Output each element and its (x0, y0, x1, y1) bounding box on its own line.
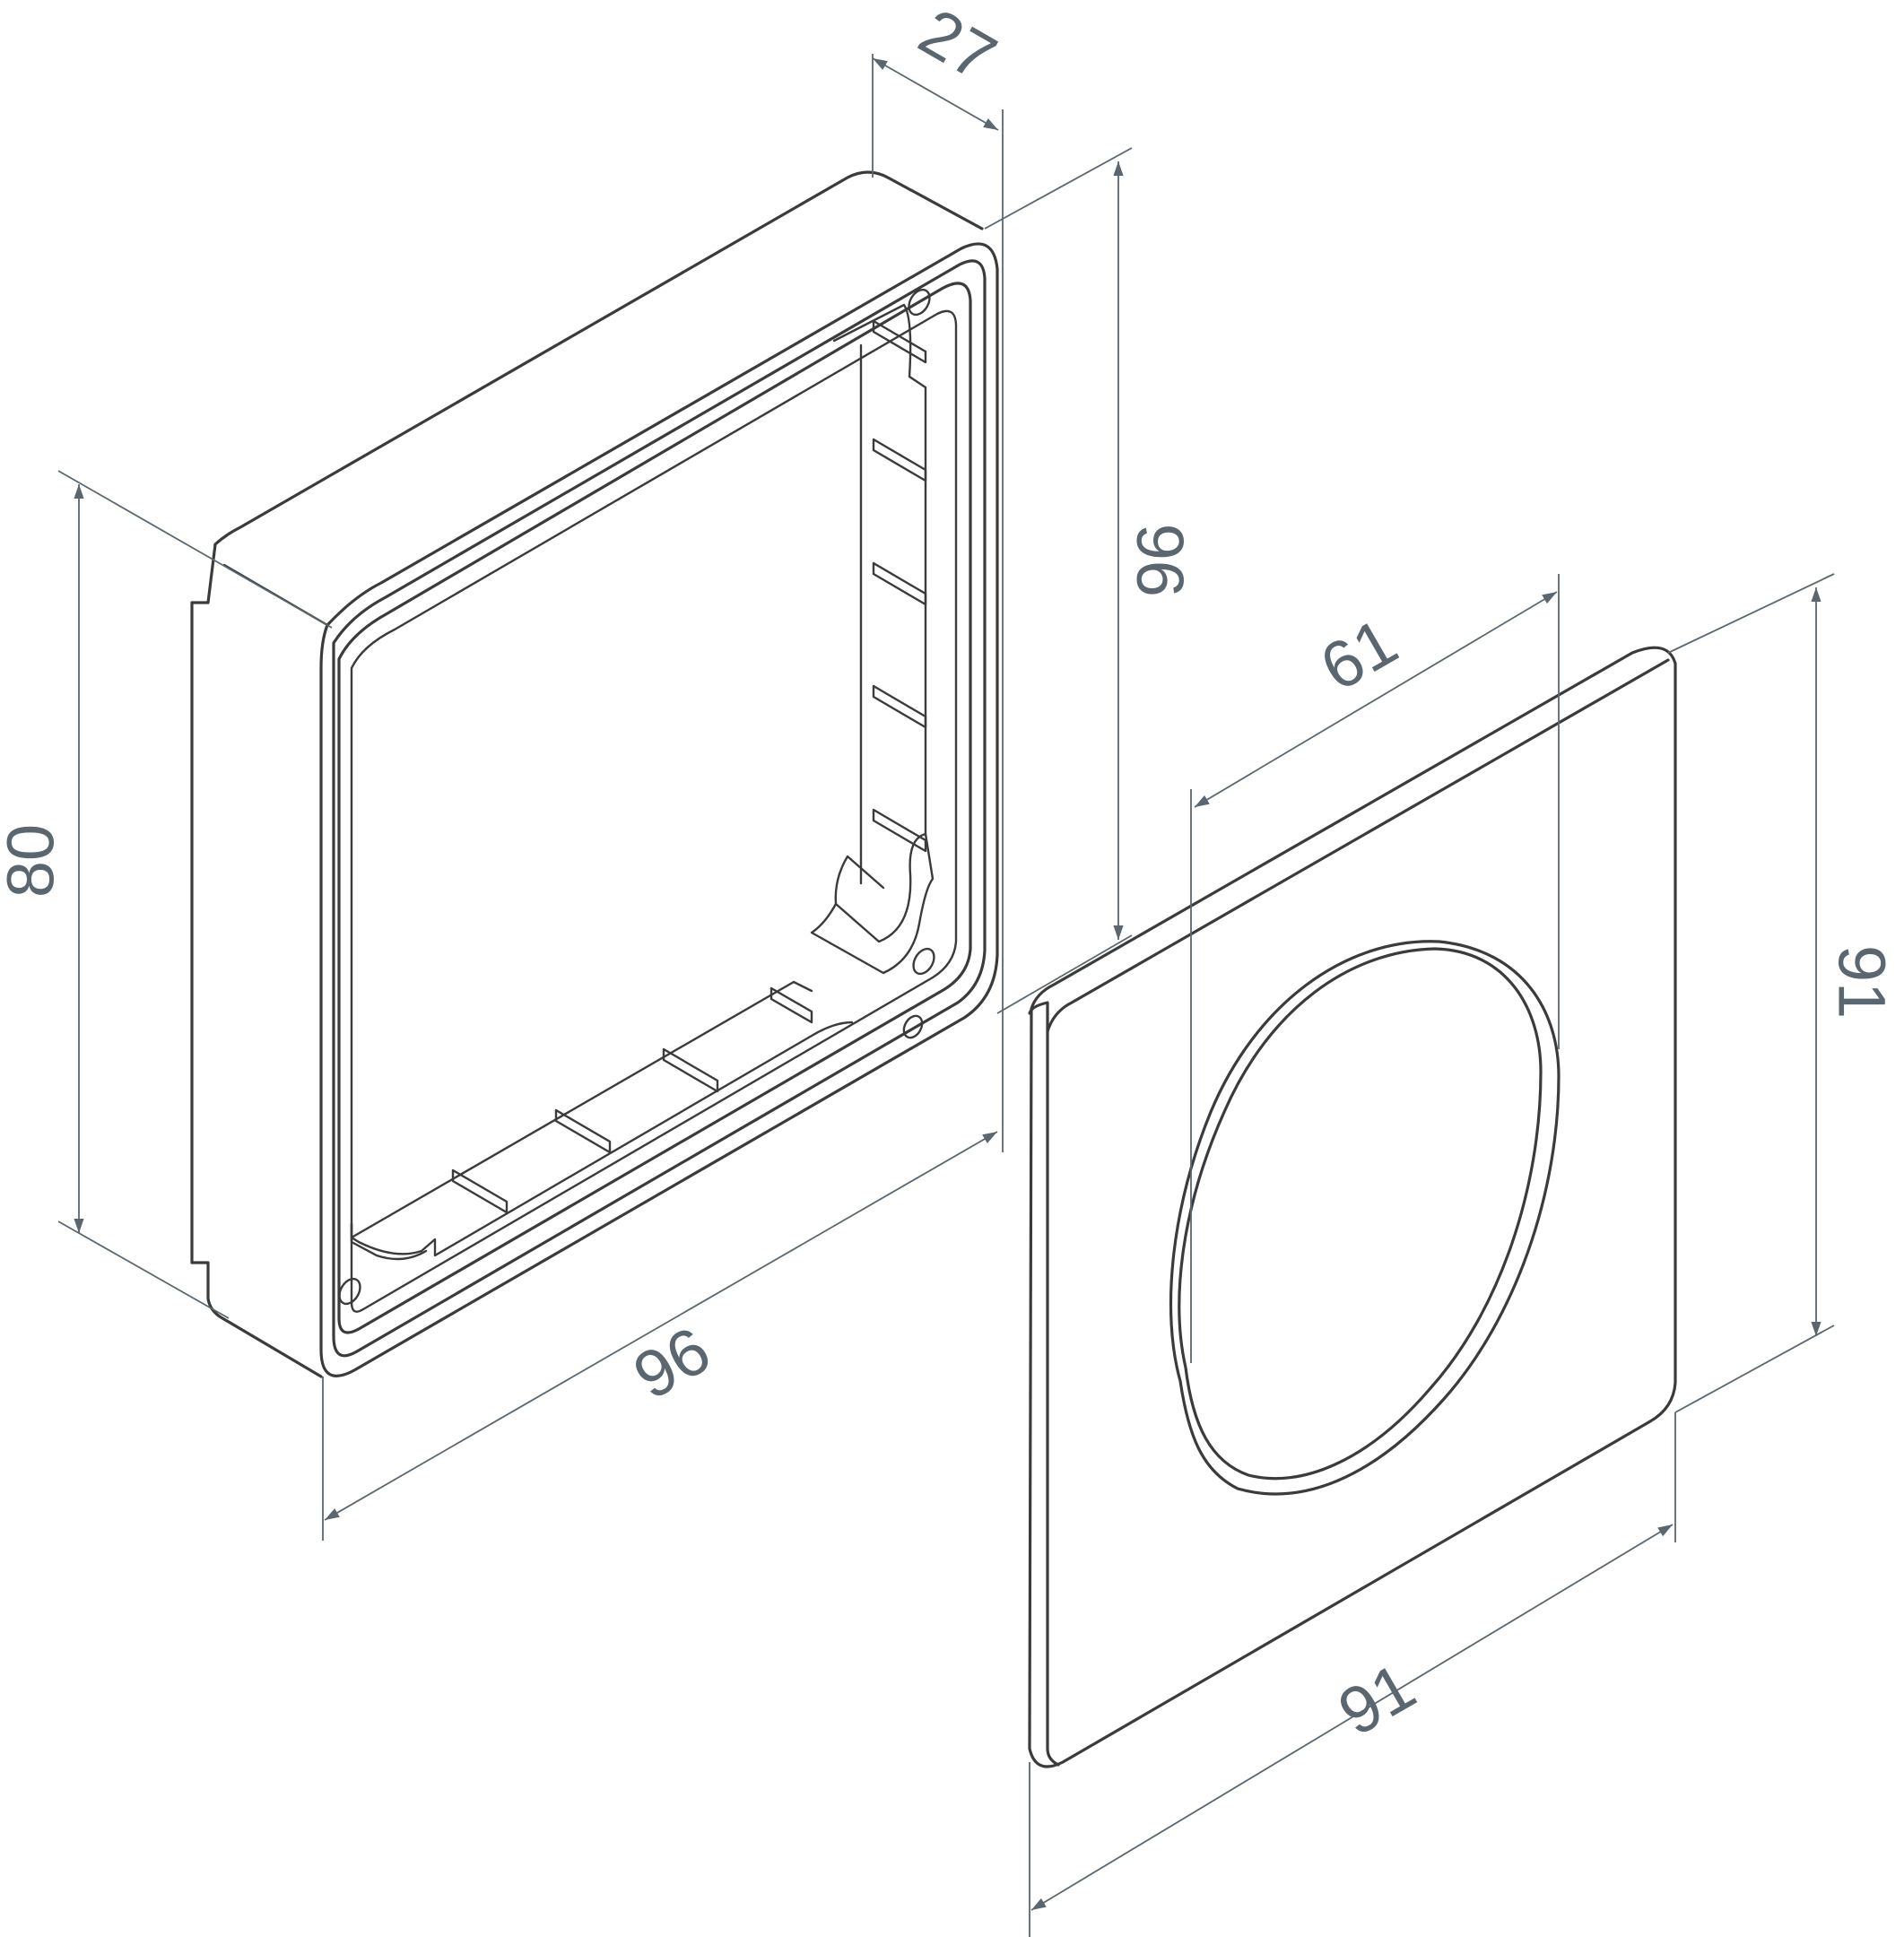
right-wall-ribs (872, 319, 927, 853)
dimension-96-horizontal-label: 96 (622, 1312, 723, 1413)
dimension-27-label: 27 (908, 0, 1009, 95)
screw-hole-mid (902, 1014, 924, 1039)
cutout-inner (1178, 947, 1543, 1481)
cover-plate-outer (1028, 646, 1677, 1768)
cover-plate-edge (1028, 1001, 1060, 1767)
dimension-61: 61 (1190, 574, 1560, 1363)
cover-cutout (1169, 940, 1561, 1496)
dimension-61-label: 61 (1308, 604, 1410, 705)
cover-plate-face (1046, 658, 1670, 1033)
box-top-face (213, 170, 984, 546)
screw-hole-mid-right (912, 947, 935, 976)
cover-plate (1028, 646, 1677, 1768)
mounting-box (190, 170, 999, 1378)
screw-hole-top (908, 288, 931, 317)
dimension-96-vertical-label: 96 (1124, 524, 1198, 597)
box-inner-bottom-wall-front (350, 1021, 854, 1257)
dimension-96-vertical: 96 (984, 147, 1198, 1014)
dimension-27: 27 (872, 0, 1009, 1152)
box-opening-edge (350, 309, 958, 1313)
box-front-frame-outer (319, 242, 999, 1377)
corner-cable-notch-inner (834, 855, 885, 906)
dimension-80: 80 (0, 470, 333, 1319)
dimension-91-vertical: 91 (1667, 573, 1899, 1413)
box-left-side (190, 543, 323, 1378)
cutout-outer (1169, 940, 1561, 1496)
box-inner-right-wall (832, 303, 927, 836)
corner-cable-notch (810, 832, 935, 975)
dimension-91-horizontal: 91 (1029, 1412, 1676, 1937)
bottom-wall-ribs (451, 986, 813, 1214)
dimension-80-label: 80 (0, 824, 68, 898)
dimension-91-horizontal-label: 91 (1326, 1648, 1428, 1750)
dimension-91-vertical-label: 91 (1824, 945, 1899, 1019)
